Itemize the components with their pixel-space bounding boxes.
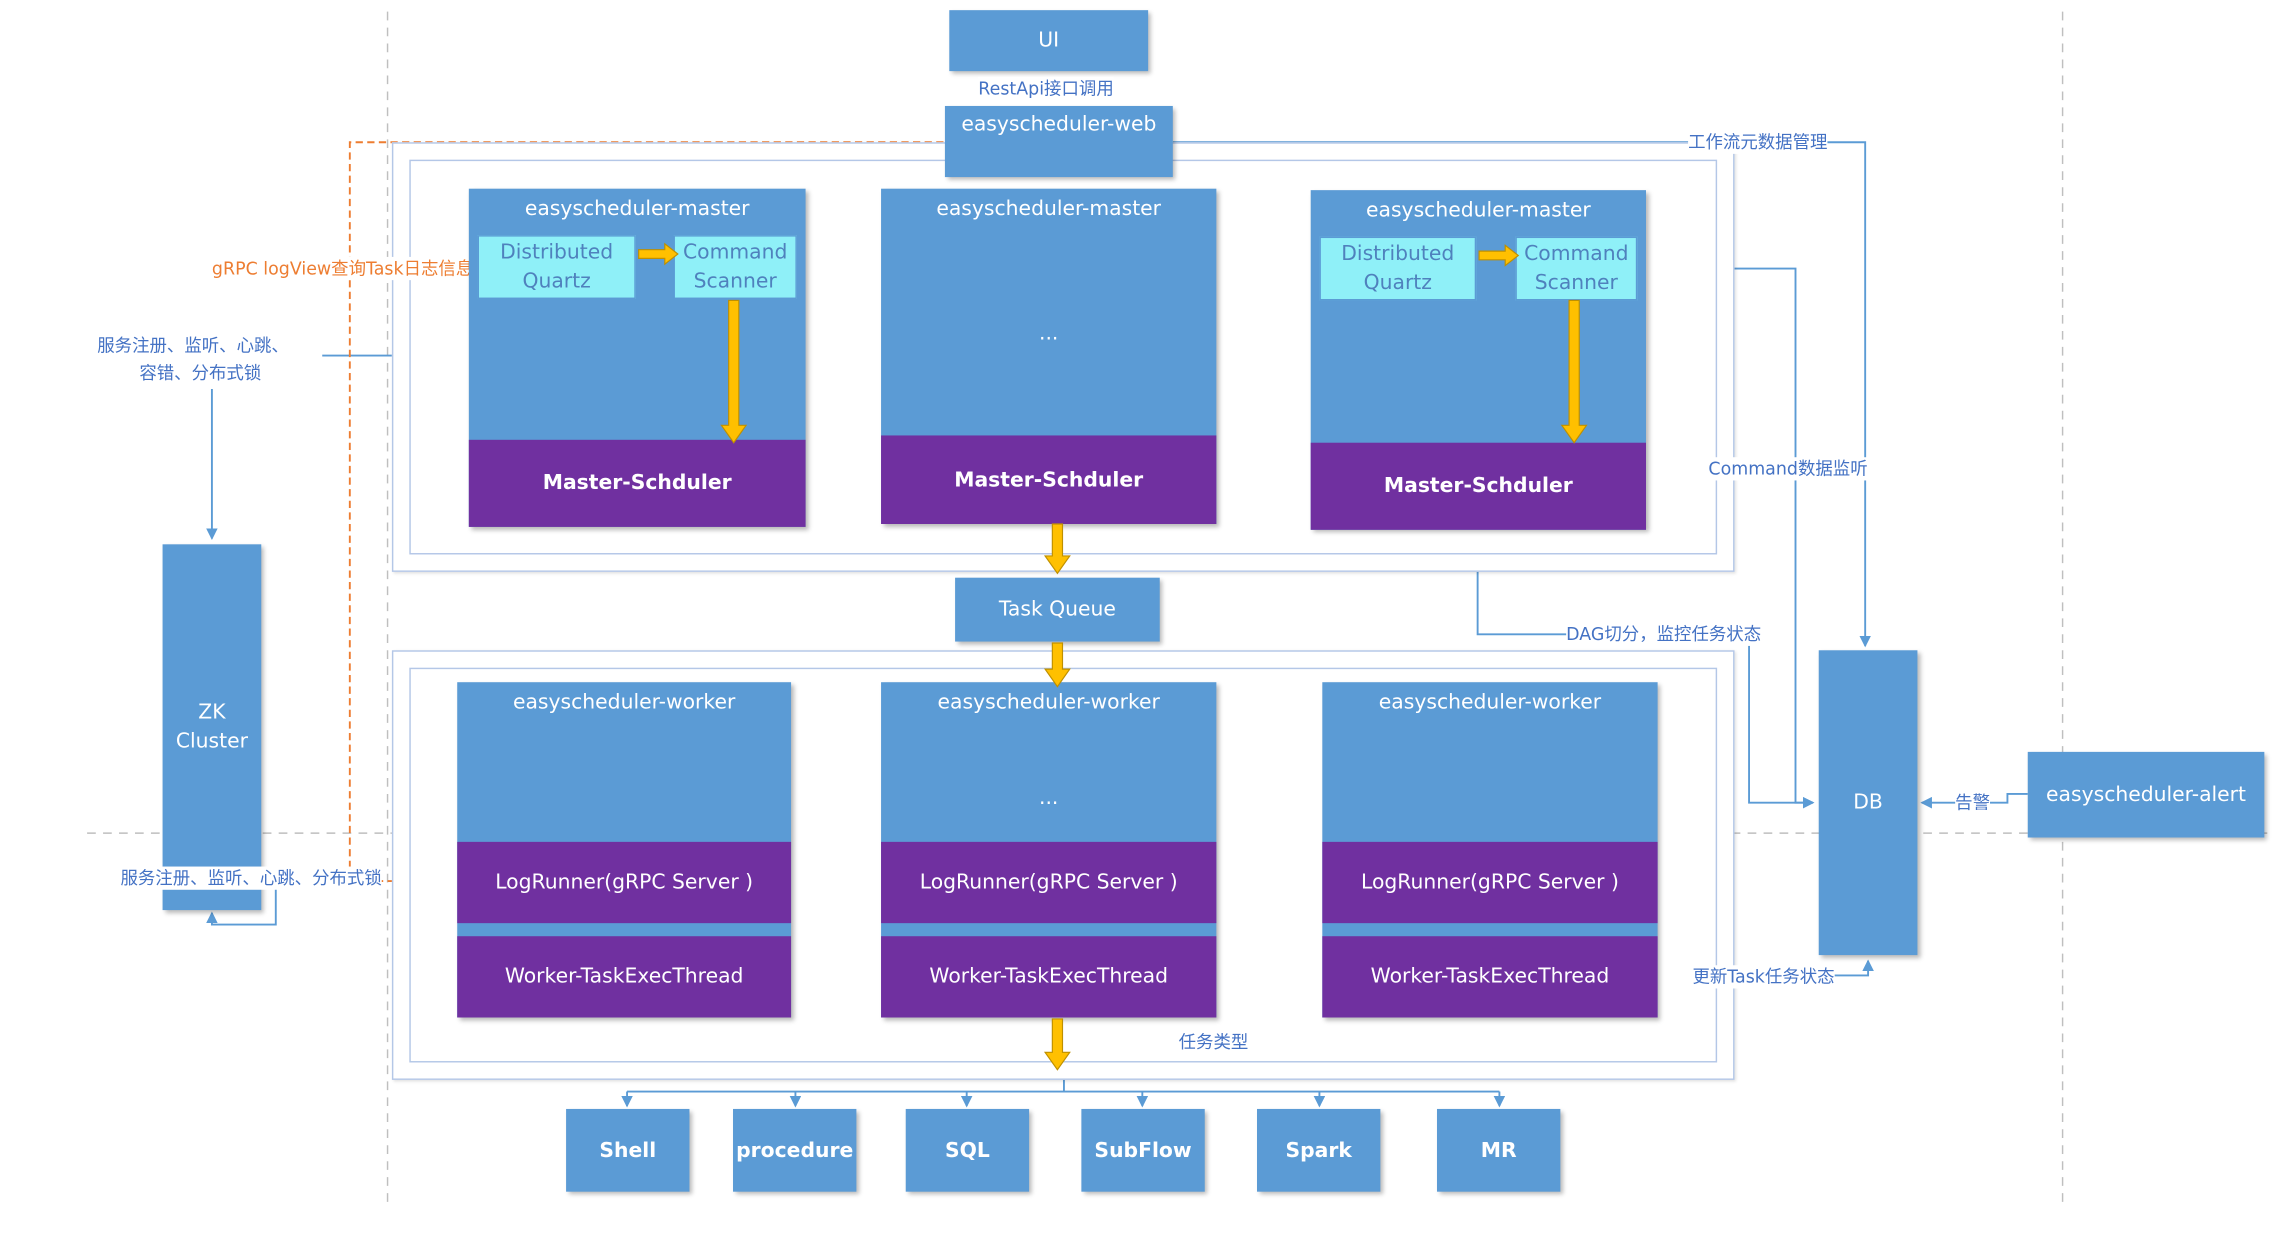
quartz-1-line2: Quartz	[522, 269, 591, 294]
task-type-procedure-label: procedure	[736, 1138, 854, 1162]
master-3[interactable]: easyscheduler-master Distributed Quartz …	[1310, 190, 1647, 530]
ui-box[interactable]: UI	[949, 10, 1149, 72]
task-exec-2-label: Worker-TaskExecThread	[929, 965, 1169, 989]
scanner-1-line2: Scanner	[693, 269, 777, 294]
master-scheduler-3-label: Master-Schduler	[1383, 474, 1573, 498]
master-scheduler-1[interactable]: Master-Schduler	[468, 439, 806, 527]
master-scheduler-2[interactable]: Master-Schduler	[881, 435, 1217, 524]
worker-1-title: easyscheduler-worker	[512, 690, 736, 715]
task-exec-1-label: Worker-TaskExecThread	[504, 965, 744, 989]
task-type-procedure[interactable]: procedure	[733, 1108, 857, 1192]
task-exec-2[interactable]: Worker-TaskExecThread	[881, 936, 1217, 1018]
task-type-mr[interactable]: MR	[1436, 1108, 1561, 1192]
task-type-sql[interactable]: SQL	[905, 1108, 1030, 1192]
master-1[interactable]: easyscheduler-master Distributed Quartz …	[468, 188, 806, 527]
worker-2-ellipsis: ...	[1039, 786, 1059, 810]
scanner-3-line2: Scanner	[1534, 271, 1618, 295]
distributed-quartz-1[interactable]: Distributed Quartz	[477, 235, 636, 300]
alert-box[interactable]: easyscheduler-alert	[2027, 751, 2265, 838]
task-exec-1[interactable]: Worker-TaskExecThread	[457, 936, 792, 1018]
worker-3-title: easyscheduler-worker	[1378, 690, 1602, 715]
task-exec-3[interactable]: Worker-TaskExecThread	[1322, 936, 1658, 1018]
command-scanner-1[interactable]: Command Scanner	[673, 235, 797, 300]
master-1-title: easyscheduler-master	[524, 197, 750, 221]
worker-3[interactable]: easyscheduler-worker LogRunner(gRPC Serv…	[1322, 682, 1658, 1018]
alarm-label: 告警	[1955, 791, 1991, 815]
task-type-spark-label: Spark	[1285, 1138, 1352, 1162]
service-reg-top-line1: 服务注册、监听、心跳、	[97, 333, 289, 358]
quartz-3-line2: Quartz	[1363, 271, 1432, 295]
logrunner-1[interactable]: LogRunner(gRPC Server )	[457, 841, 792, 924]
quartz-1-line1: Distributed	[500, 240, 614, 265]
command-scanner-3[interactable]: Command Scanner	[1515, 236, 1638, 301]
logrunner-1-label: LogRunner(gRPC Server )	[495, 870, 754, 895]
task-type-spark[interactable]: Spark	[1256, 1108, 1381, 1192]
master-3-title: easyscheduler-master	[1365, 198, 1591, 223]
zk-line1: ZK	[198, 701, 226, 725]
task-queue-label: Task Queue	[998, 598, 1116, 622]
task-exec-3-label: Worker-TaskExecThread	[1370, 965, 1610, 989]
task-queue-box[interactable]: Task Queue	[955, 577, 1160, 642]
logrunner-2-label: LogRunner(gRPC Server )	[919, 870, 1178, 895]
db-box[interactable]: DB	[1818, 650, 1918, 956]
logrunner-3[interactable]: LogRunner(gRPC Server )	[1322, 841, 1658, 924]
web-box[interactable]: easyscheduler-web	[944, 105, 1173, 178]
command-listen-label: Command数据监听	[1708, 457, 1868, 481]
master-2-title: easyscheduler-master	[936, 197, 1162, 221]
ui-label: UI	[1038, 29, 1060, 53]
zk-line2: Cluster	[175, 730, 248, 754]
workflow-mgmt-label: 工作流元数据管理	[1688, 130, 1828, 154]
alert-label: easyscheduler-alert	[2046, 783, 2247, 807]
service-reg-top-line2: 容错、分布式锁	[139, 361, 262, 385]
master-2-ellipsis: ...	[1039, 322, 1059, 346]
service-reg-bottom-label: 服务注册、监听、心跳、分布式锁	[120, 866, 382, 890]
worker-2-title: easyscheduler-worker	[937, 690, 1160, 715]
scanner-1-line1: Command	[682, 240, 788, 265]
dag-label: DAG切分，监控任务状态	[1566, 622, 1762, 646]
logrunner-3-label: LogRunner(gRPC Server )	[1361, 870, 1619, 895]
task-type-subflow-label: SubFlow	[1094, 1138, 1192, 1162]
zk-cluster-box[interactable]: ZK Cluster	[162, 544, 262, 911]
master-2[interactable]: easyscheduler-master ... Master-Schduler	[881, 188, 1217, 524]
task-type-mr-label: MR	[1480, 1138, 1517, 1162]
grpc-log-label: gRPC logView查询Task日志信息	[211, 256, 474, 281]
distributed-quartz-3[interactable]: Distributed Quartz	[1319, 236, 1477, 301]
worker-2[interactable]: easyscheduler-worker ... LogRunner(gRPC …	[881, 682, 1217, 1018]
quartz-3-line1: Distributed	[1341, 242, 1455, 266]
master-scheduler-2-label: Master-Schduler	[954, 468, 1144, 492]
task-type-subflow[interactable]: SubFlow	[1081, 1108, 1205, 1192]
update-task-label: 更新Task任务状态	[1692, 965, 1835, 989]
master-scheduler-3[interactable]: Master-Schduler	[1310, 442, 1647, 530]
restapi-label: RestApi接口调用	[978, 76, 1114, 101]
master-scheduler-1-label: Master-Schduler	[542, 471, 732, 495]
scanner-3-line1: Command	[1524, 242, 1629, 266]
logrunner-2[interactable]: LogRunner(gRPC Server )	[881, 841, 1217, 924]
worker-1[interactable]: easyscheduler-worker LogRunner(gRPC Serv…	[457, 682, 792, 1018]
db-label: DB	[1853, 791, 1883, 815]
task-type-sql-label: SQL	[944, 1138, 990, 1162]
task-types-label: 任务类型	[1178, 1030, 1249, 1054]
web-label: easyscheduler-web	[961, 113, 1157, 137]
task-type-shell[interactable]: Shell	[566, 1108, 690, 1192]
task-type-shell-label: Shell	[599, 1138, 657, 1162]
